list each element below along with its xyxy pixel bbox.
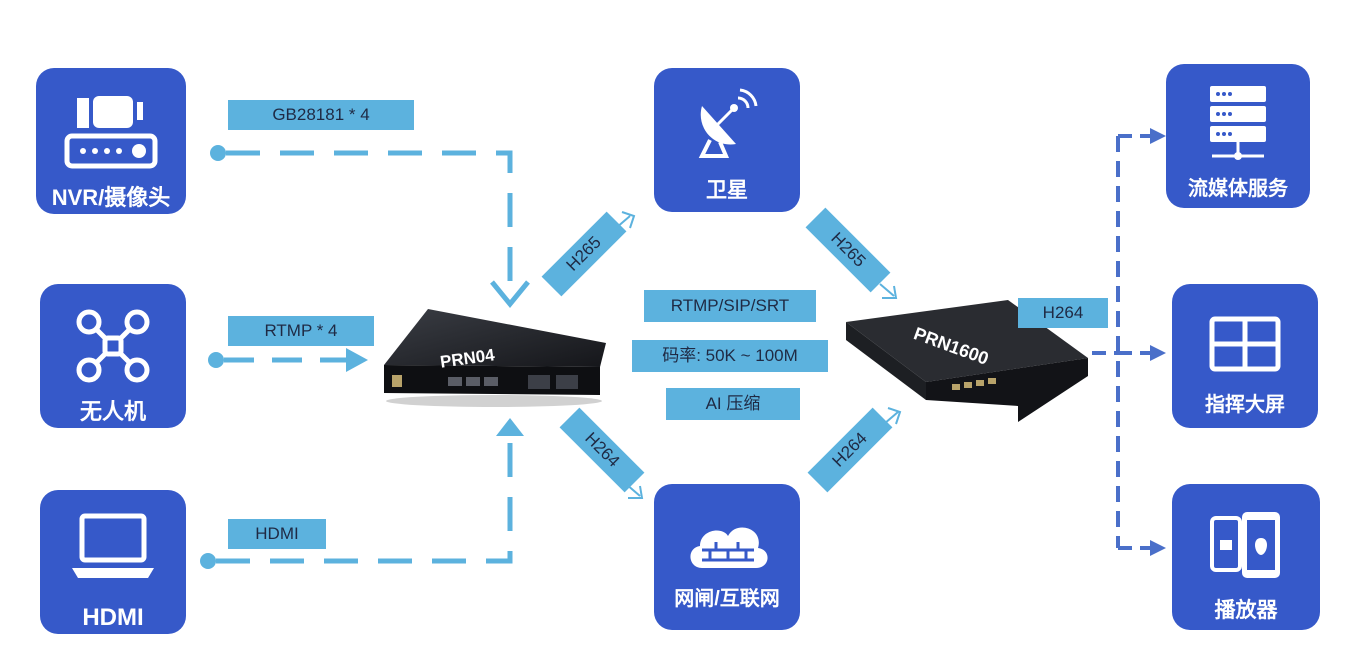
tag-hdmi: HDMI [228,519,326,549]
drone-icon [76,309,150,383]
nvr-camera-icon [64,96,158,169]
output-label: 播放器 [1214,599,1278,622]
network-label: 卫星 [706,179,748,202]
link-nvr-to-encoder [210,145,530,308]
cloud-firewall-icon [690,527,768,568]
encoder-device: PRN04 [378,305,610,407]
laptop-icon [72,513,154,578]
output-label: 指挥大屏 [1205,394,1285,416]
source-card-drone: 无人机 [40,284,186,428]
link-decoder-to-outputs [1092,128,1166,556]
tag-gb28181: GB28181 * 4 [228,100,414,130]
source-label: 无人机 [79,399,146,424]
video-wall-icon [1209,316,1281,372]
feature-bitrate: 码率: 50K ~ 100M [632,340,828,372]
arrow-satellite-to-decoder [879,283,898,299]
server-icon [1210,86,1266,160]
output-card-streaming: 流媒体服务 [1166,64,1310,208]
network-label: 网闸/互联网 [674,588,780,610]
network-card-satellite: 卫星 [654,68,800,212]
source-card-nvr: NVR/摄像头 [36,68,186,214]
tag-decoder-output: H264 [1018,298,1108,328]
network-card-gateway: 网闸/互联网 [654,484,800,630]
link-hdmi-to-encoder [200,418,524,569]
link-drone-to-encoder [208,348,368,372]
source-card-hdmi: HDMI [40,490,186,634]
source-label: HDMI [82,604,144,631]
encoder-device-image [384,309,606,407]
tag-rtmp: RTMP * 4 [228,316,374,346]
feature-ai-compression: AI 压缩 [666,388,800,420]
output-label: 流媒体服务 [1188,178,1288,200]
output-card-video-wall: 指挥大屏 [1172,284,1318,428]
source-label: NVR/摄像头 [51,185,171,210]
output-card-player: 播放器 [1172,484,1320,630]
satellite-dish-icon [698,88,758,158]
mobile-devices-icon [1210,512,1280,578]
feature-protocols: RTMP/SIP/SRT [644,290,816,322]
